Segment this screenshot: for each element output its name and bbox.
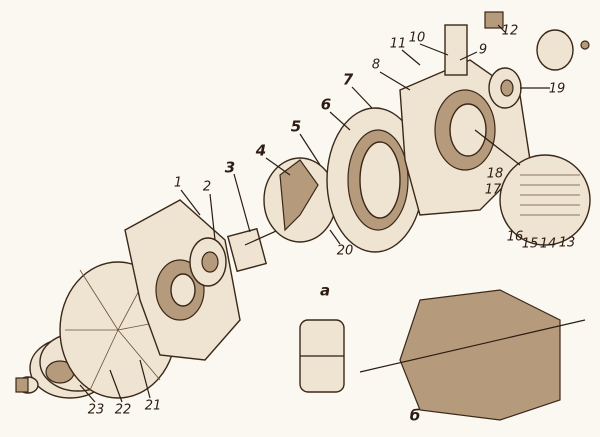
brush-holder	[444, 24, 468, 76]
callout-15: 15	[521, 236, 539, 252]
brushes	[484, 11, 504, 29]
callout-16: 16	[506, 229, 524, 245]
callout-10: 10	[408, 30, 426, 46]
callout-5: 5	[290, 117, 302, 136]
view-label-b: б	[409, 406, 421, 425]
rotor-view-b	[299, 289, 586, 421]
callout-19: 19	[548, 81, 566, 97]
callout-14: 14	[539, 236, 557, 252]
callout-12: 12	[501, 23, 519, 39]
rear-cap	[536, 29, 574, 71]
callout-18: 18	[486, 166, 504, 182]
callout-8: 8	[371, 57, 381, 73]
callout-4: 4	[255, 141, 267, 160]
callout-7: 7	[342, 70, 354, 89]
callout-9: 9	[478, 42, 488, 58]
callout-13: 13	[558, 235, 576, 251]
rectifier-detail	[474, 129, 591, 246]
bearing-plate	[226, 227, 268, 273]
stator	[326, 107, 424, 253]
callout-22: 22	[114, 402, 132, 418]
callout-20: 20	[336, 243, 354, 259]
callout-11: 11	[389, 36, 407, 52]
callout-6: 6	[320, 95, 332, 114]
callout-3: 3	[224, 158, 236, 177]
callout-17: 17	[484, 182, 502, 198]
front-bearing	[189, 237, 227, 287]
callout-1: 1	[173, 175, 183, 191]
callout-21: 21	[144, 398, 162, 414]
callout-2: 2	[202, 179, 212, 195]
leader-lines	[79, 24, 550, 403]
callout-23: 23	[87, 402, 105, 418]
view-label-a: а	[319, 281, 331, 300]
